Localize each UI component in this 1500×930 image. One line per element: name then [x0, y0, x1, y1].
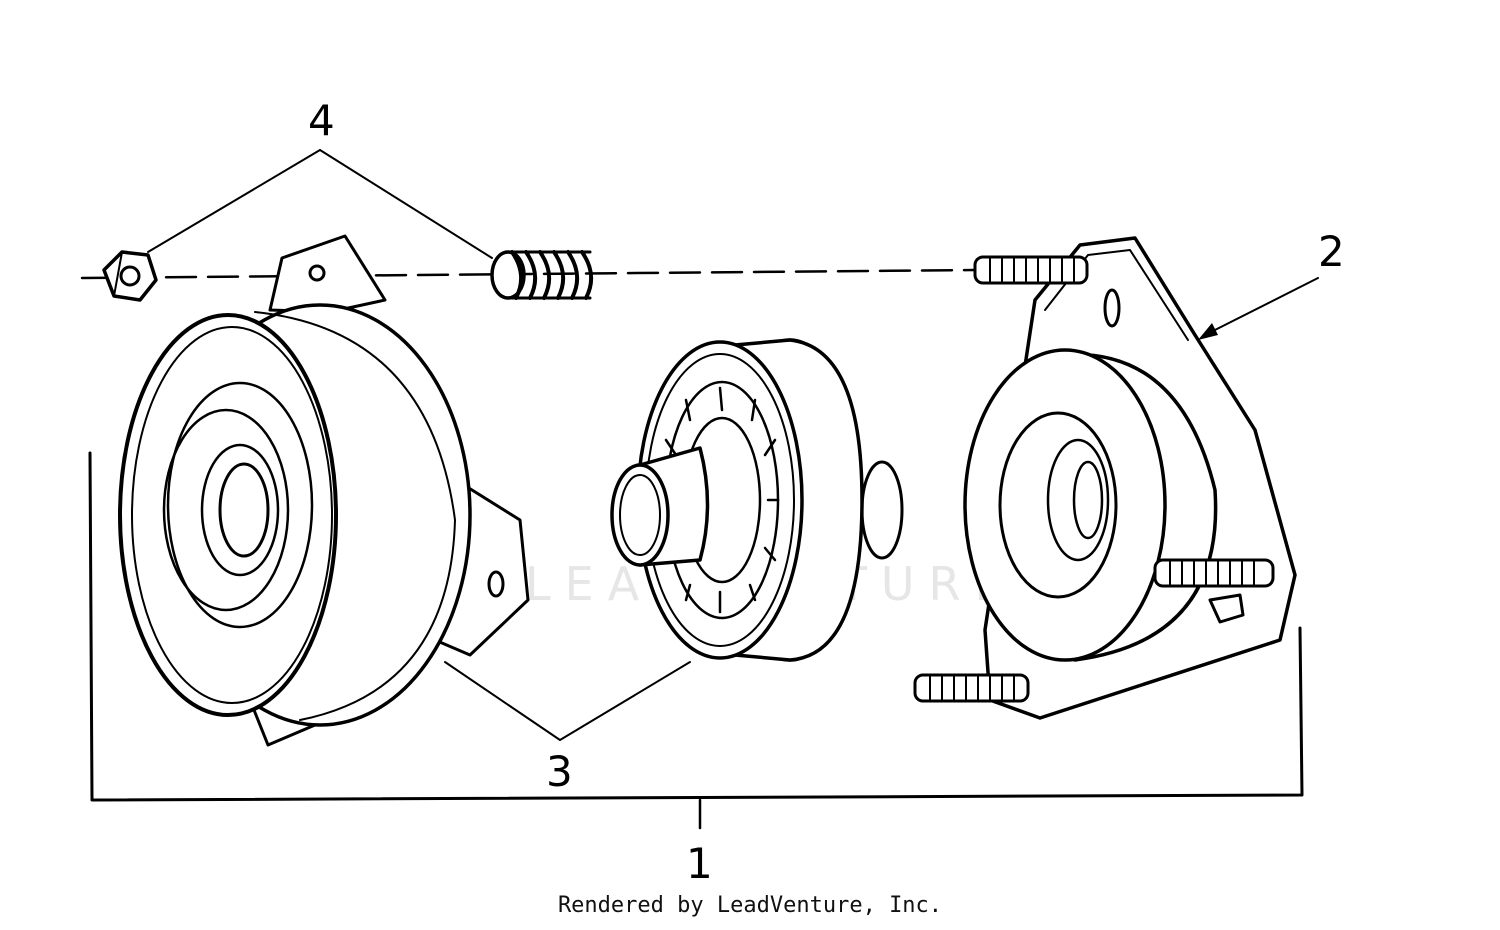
clutch-housing: [118, 234, 530, 747]
assembly-axis-line: [80, 268, 977, 280]
callout-2: 2: [1318, 227, 1345, 276]
armature-bearing: [610, 338, 904, 662]
stud-bolt-top: [973, 255, 1089, 285]
leader-lines: [147, 149, 1319, 741]
hex-nut: [102, 250, 158, 302]
callout-1: 1: [686, 839, 713, 888]
stud-bolt-right: [1153, 558, 1275, 588]
compression-spring: [490, 250, 594, 300]
rendered-by-credit: Rendered by LeadVenture, Inc.: [557, 893, 943, 918]
field-coil-flange: [913, 236, 1297, 720]
callout-4: 4: [308, 96, 335, 145]
stud-bolt-bottom: [913, 673, 1030, 703]
callout-2-arrowhead: [1198, 323, 1218, 340]
callout-3: 3: [546, 747, 573, 796]
assembly-bracket: [88, 451, 1304, 802]
